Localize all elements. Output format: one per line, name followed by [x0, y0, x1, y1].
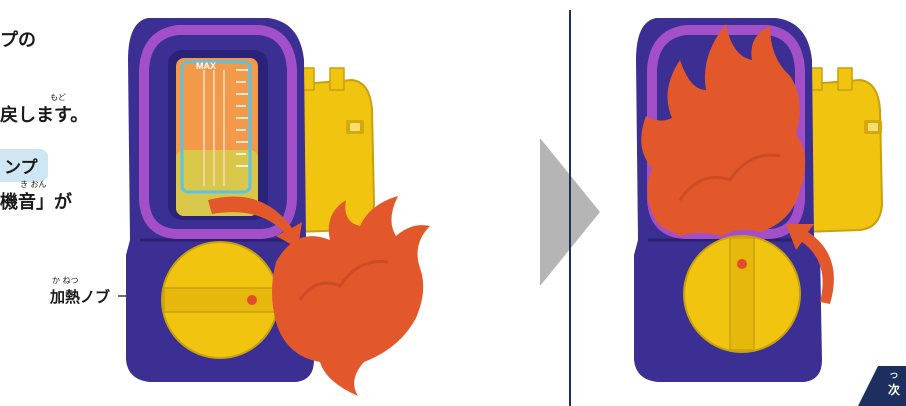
next-badge-ruby: つ [886, 370, 902, 382]
heating-knob [162, 242, 278, 358]
gauge-max-label: MAX [196, 61, 216, 71]
device-right [634, 18, 882, 382]
next-badge-label: 次 [886, 384, 902, 396]
heating-knob [684, 236, 800, 352]
device-left: MAX [126, 18, 430, 396]
